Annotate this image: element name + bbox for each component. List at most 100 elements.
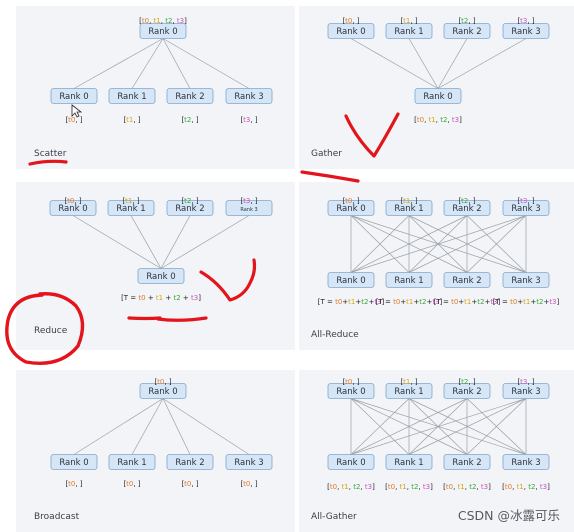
panel-broadcast-bottom-rank-2: Rank 2 <box>166 454 214 470</box>
connector-line <box>162 398 250 455</box>
panel-allreduce-bottom-rank-1-label: Rank 1 <box>394 276 423 286</box>
panel-reduce-top-rank-0-label: Rank 0 <box>58 204 87 214</box>
panel-reduce-top-rank-3-label: Rank 3 <box>240 207 257 213</box>
panel-allgather-bottom-rank-1: Rank 1 <box>385 454 433 470</box>
panel-allreduce: Rank 0[t0, ]Rank 1[t1, ]Rank 2[t2, ]Rank… <box>299 182 574 350</box>
connector-line <box>162 38 250 89</box>
panel-gather-connectors <box>350 38 527 89</box>
panel-allreduce-top-rank-3-label: Rank 3 <box>511 204 540 214</box>
panel-scatter-bottom-tag-1: [t1, ] <box>123 116 140 124</box>
panel-allreduce-top-rank-3: Rank 3 <box>502 200 550 216</box>
panel-allreduce-bottom-tag-0: [T = t0+t1+t2+t3] <box>318 298 385 306</box>
panel-allgather-top-tag-3: [t3, ] <box>517 378 534 386</box>
panel-reduce-connectors <box>72 215 250 269</box>
panel-allgather-bottom-rank-2-label: Rank 2 <box>452 458 481 468</box>
panel-gather-top-rank-2-label: Rank 2 <box>452 27 481 37</box>
panel-scatter-bottom-rank-3-label: Rank 3 <box>234 92 263 102</box>
panel-scatter-top-rank-0-label: Rank 0 <box>148 27 177 37</box>
panel-allreduce-top-rank-0-label: Rank 0 <box>336 204 365 214</box>
panel-allgather-top-rank-0-label: Rank 0 <box>336 387 365 397</box>
panel-allgather-bottom-rank-2: Rank 2 <box>443 454 491 470</box>
panel-scatter-bottom-rank-1-label: Rank 1 <box>117 92 146 102</box>
panel-broadcast-top-rank-0-label: Rank 0 <box>148 387 177 397</box>
panel-reduce-bottom-rank-0: Rank 0 <box>137 268 185 284</box>
underline-reduce-right <box>156 316 208 322</box>
connector-line <box>350 215 410 273</box>
panel-allreduce-bottom-rank-1: Rank 1 <box>385 272 433 288</box>
circle-reduce-label <box>5 292 85 365</box>
panel-gather-label: Gather <box>311 149 342 159</box>
panel-gather-top-rank-0-label: Rank 0 <box>336 27 365 37</box>
connector-line <box>160 215 250 269</box>
panel-allreduce-bottom-rank-2: Rank 2 <box>443 272 491 288</box>
panel-scatter-connectors <box>73 38 250 89</box>
panel-allreduce-top-rank-1: Rank 1 <box>385 200 433 216</box>
panel-allreduce-bottom-rank-3: Rank 3 <box>502 272 550 288</box>
panel-gather-bottom-tag-0: [t0, t1, t2, t3] <box>414 116 462 124</box>
connector-line <box>73 398 164 455</box>
panel-allgather-bottom-rank-3: Rank 3 <box>502 454 550 470</box>
connector-line <box>350 398 468 455</box>
panel-scatter-bottom-rank-0-label: Rank 0 <box>59 92 88 102</box>
panel-allreduce-top-tag-0: [t0, ] <box>342 197 359 205</box>
panel-gather: Rank 0[t0, ]Rank 1[t1, ]Rank 2[t2, ]Rank… <box>299 6 574 169</box>
panel-gather-top-rank-3: Rank 3 <box>502 23 550 39</box>
panel-broadcast-bottom-rank-0: Rank 0 <box>50 454 98 470</box>
underline-reduce-left <box>127 316 162 321</box>
panel-scatter-label: Scatter <box>34 149 67 159</box>
panel-allgather-bottom-rank-3-label: Rank 3 <box>511 458 540 468</box>
connector-line <box>162 38 191 89</box>
panel-allgather-bottom-rank-0: Rank 0 <box>327 454 375 470</box>
panel-reduce-label: Reduce <box>34 326 68 336</box>
connector-line <box>408 38 439 89</box>
panel-allgather-top-tag-2: [t2, ] <box>458 378 475 386</box>
panel-allgather: Rank 0[t0, ]Rank 1[t1, ]Rank 2[t2, ]Rank… <box>299 370 574 532</box>
panel-scatter-bottom-rank-2-label: Rank 2 <box>175 92 204 102</box>
panel-reduce-top-rank-0: Rank 0 <box>49 200 97 216</box>
panel-reduce-bottom-tag-0: [T = t0 + t1 + t2 + t3] <box>121 294 201 302</box>
panel-allgather-top-tag-0: [t0, ] <box>342 378 359 386</box>
panel-allgather-top-rank-1-label: Rank 1 <box>394 387 423 397</box>
connector-line <box>466 398 527 455</box>
panel-allgather-top-rank-3: Rank 3 <box>502 383 550 399</box>
panel-reduce-top-rank-1-label: Rank 1 <box>116 204 145 214</box>
panel-allgather-connectors <box>350 398 527 455</box>
panel-scatter-bottom-tag-3: [t3, ] <box>240 116 257 124</box>
panel-reduce-top-rank-3: Rank 3 <box>225 200 273 216</box>
connector-line <box>72 215 162 269</box>
panel-gather-top-tag-2: [t2, ] <box>458 17 475 25</box>
connector-line <box>350 215 527 273</box>
connector-line <box>350 215 468 273</box>
cursor-icon <box>71 104 83 118</box>
panel-allgather-bottom-tag-1: [t0, t1, t2, t3] <box>385 483 433 491</box>
panel-allgather-top-rank-2-label: Rank 2 <box>452 387 481 397</box>
panel-allgather-top-rank-2: Rank 2 <box>443 383 491 399</box>
connector-line <box>408 215 527 273</box>
panel-allgather-top-rank-3-label: Rank 3 <box>511 387 540 397</box>
panel-allgather-top-rank-0: Rank 0 <box>327 383 375 399</box>
panel-reduce-top-rank-1: Rank 1 <box>107 200 155 216</box>
panel-allreduce-label: All-Reduce <box>311 330 359 340</box>
panel-gather-top-rank-2: Rank 2 <box>443 23 491 39</box>
panel-broadcast-connectors <box>73 398 250 455</box>
connector-line <box>437 38 527 89</box>
panel-broadcast-top-rank-0: Rank 0 <box>139 383 187 399</box>
connector-line <box>350 38 439 89</box>
panel-allreduce-top-tag-3: [t3, ] <box>517 197 534 205</box>
connector-line <box>350 398 527 455</box>
panel-scatter-bottom-rank-3: Rank 3 <box>225 88 273 104</box>
panel-allreduce-bottom-tag-1: [T = t0+t1+t2+t3] <box>376 298 443 306</box>
panel-scatter-bottom-tag-0: [t0, ] <box>65 116 82 124</box>
panel-gather-top-tag-1: [t1, ] <box>400 17 417 25</box>
panel-allreduce-bottom-rank-0: Rank 0 <box>327 272 375 288</box>
panel-broadcast-bottom-tag-1: [t0, ] <box>123 480 140 488</box>
panel-allreduce-top-rank-1-label: Rank 1 <box>394 204 423 214</box>
checkmark-gather <box>344 112 400 158</box>
checkmark-reduce <box>199 258 257 302</box>
panel-broadcast-bottom-tag-2: [t0, ] <box>181 480 198 488</box>
connector-line <box>162 398 191 455</box>
panel-allgather-top-tag-1: [t1, ] <box>400 378 417 386</box>
panel-broadcast-bottom-rank-3: Rank 3 <box>225 454 273 470</box>
panel-gather-top-rank-3-label: Rank 3 <box>511 27 540 37</box>
panel-broadcast-label: Broadcast <box>34 512 80 522</box>
